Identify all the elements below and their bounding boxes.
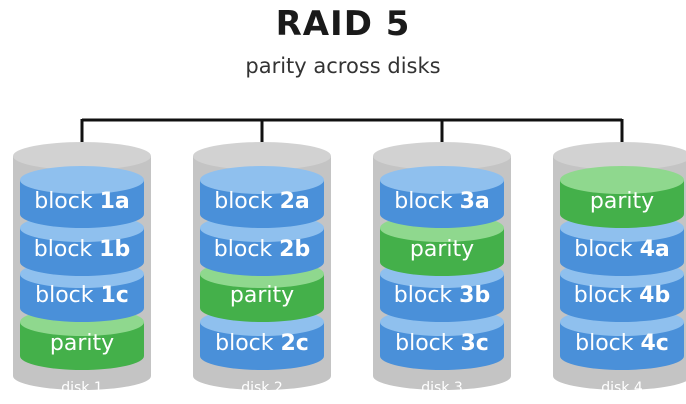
block-id: 2c: [281, 331, 309, 356]
block-label: block 1c: [35, 283, 129, 308]
block-word: parity: [590, 189, 654, 214]
data-block-1a: block 1a: [20, 166, 144, 228]
block-top: [560, 166, 684, 194]
disk-top: [553, 142, 686, 170]
diagram-title: RAID 5: [275, 4, 411, 44]
block-word: block: [395, 331, 454, 356]
block-label: parity: [50, 331, 114, 356]
block-top: [380, 166, 504, 194]
block-word: block: [214, 237, 273, 262]
block-top: [20, 166, 144, 194]
block-word: block: [575, 331, 634, 356]
disk-label: disk 2: [241, 380, 283, 396]
block-id: 3c: [461, 331, 489, 356]
disk-top: [13, 142, 151, 170]
block-id: 2b: [279, 237, 310, 262]
data-block-3a: block 3a: [380, 166, 504, 228]
controller-connector: [80, 118, 624, 170]
block-id: 1a: [100, 189, 130, 214]
data-block-2a: block 2a: [200, 166, 324, 228]
block-word: block: [394, 283, 453, 308]
block-label: block 1b: [34, 237, 130, 262]
block-label: parity: [410, 237, 474, 262]
block-word: block: [394, 189, 453, 214]
block-label: block 2b: [214, 237, 310, 262]
disk-label: disk 3: [421, 380, 463, 396]
block-word: block: [574, 237, 633, 262]
block-word: parity: [410, 237, 474, 262]
block-word: block: [215, 331, 274, 356]
diagram-subtitle: parity across disks: [245, 54, 441, 78]
block-id: 1c: [101, 283, 129, 308]
block-word: block: [35, 283, 94, 308]
block-label: block 4b: [574, 283, 670, 308]
block-label: block 1a: [34, 189, 130, 214]
block-word: parity: [230, 283, 294, 308]
block-word: block: [34, 189, 93, 214]
block-top: [200, 166, 324, 194]
disk-top: [373, 142, 511, 170]
block-id: 4b: [639, 283, 670, 308]
block-label: parity: [590, 189, 654, 214]
block-label: block 3b: [394, 283, 490, 308]
block-label: block 2c: [215, 331, 309, 356]
block-label: block 4c: [575, 331, 669, 356]
block-id: 4a: [640, 237, 670, 262]
disk-top: [193, 142, 331, 170]
block-label: parity: [230, 283, 294, 308]
block-id: 2a: [280, 189, 310, 214]
block-id: 3b: [459, 283, 490, 308]
block-label: block 3a: [394, 189, 490, 214]
disk-label: disk 1: [61, 380, 103, 396]
block-id: 4c: [641, 331, 669, 356]
block-label: block 3c: [395, 331, 489, 356]
parity-block: parity: [560, 166, 684, 228]
block-label: block 2a: [214, 189, 310, 214]
block-word: block: [34, 237, 93, 262]
block-word: block: [214, 189, 273, 214]
block-word: parity: [50, 331, 114, 356]
block-label: block 4a: [574, 237, 670, 262]
disk-label: disk 4: [601, 380, 643, 396]
block-id: 1b: [99, 237, 130, 262]
block-word: block: [574, 283, 633, 308]
block-id: 3a: [460, 189, 490, 214]
